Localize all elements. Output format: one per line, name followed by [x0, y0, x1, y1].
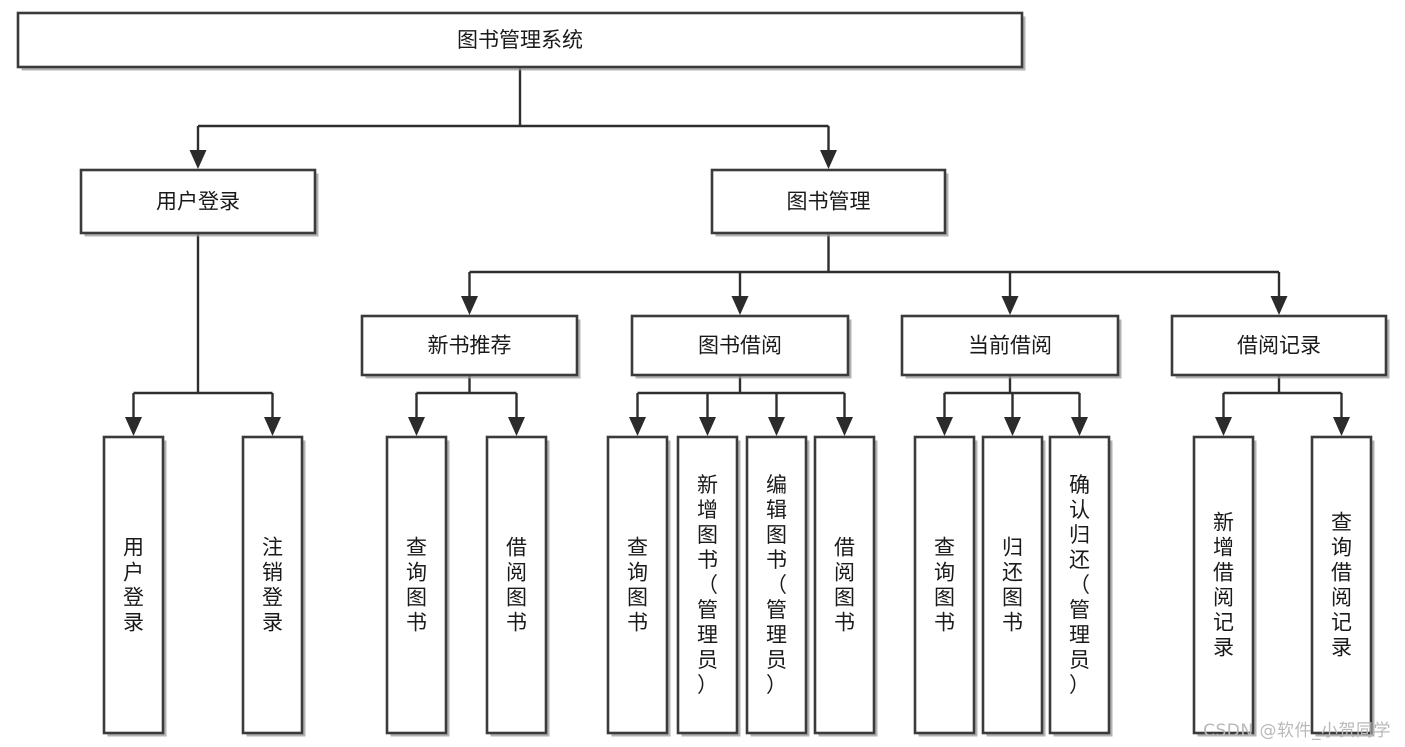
node-l2-user[interactable]: 用户登录	[79, 168, 319, 237]
node-rect[interactable]	[630, 314, 850, 377]
node-l3-record[interactable]: 借阅记录	[1170, 314, 1390, 379]
arrow-head-icon	[1333, 417, 1350, 436]
node-label: 编辑图书（管理员）	[766, 473, 787, 697]
node-l3-new[interactable]: 新书推荐	[360, 314, 581, 379]
arrow-head-icon	[1215, 417, 1232, 436]
node-rect[interactable]	[16, 11, 1024, 69]
connector-group	[629, 375, 853, 436]
node-label: 借阅图书	[506, 536, 527, 635]
node-label: 归还图书	[1002, 536, 1023, 635]
arrow-head-icon	[125, 417, 142, 436]
connector-group	[461, 233, 1288, 315]
node-rect[interactable]	[241, 435, 304, 735]
arrow-head-icon	[189, 150, 207, 169]
node-leaf-bor-edit[interactable]: 编辑图书（管理员）	[745, 435, 810, 737]
node-label: 图书管理系统	[457, 28, 583, 52]
node-layer: 图书管理系统用户登录图书管理新书推荐图书借阅当前借阅借阅记录用户登录注销登录查询…	[16, 11, 1390, 737]
node-label: 新增图书（管理员）	[697, 473, 718, 697]
node-leaf-user-logout[interactable]: 注销登录	[241, 435, 306, 737]
node-rect[interactable]	[710, 168, 947, 235]
node-label: 查询图书	[627, 536, 648, 635]
node-leaf-user-login[interactable]: 用户登录	[102, 435, 167, 737]
arrow-head-icon	[699, 417, 716, 436]
node-label: 用户登录	[123, 536, 144, 635]
node-label: 借阅图书	[834, 536, 855, 635]
arrow-head-icon	[731, 296, 749, 315]
connector-group	[125, 233, 281, 436]
node-leaf-cur-return[interactable]: 归还图书	[981, 435, 1046, 737]
node-rect[interactable]	[676, 435, 739, 735]
node-leaf-bor-add[interactable]: 新增图书（管理员）	[676, 435, 741, 737]
node-leaf-cur-confirm[interactable]: 确认归还（管理员）	[1048, 435, 1113, 737]
arrow-head-icon	[461, 296, 478, 315]
edge-layer	[125, 67, 1350, 436]
node-leaf-new-query[interactable]: 查询图书	[385, 435, 450, 737]
node-rect[interactable]	[900, 314, 1120, 377]
node-rect[interactable]	[102, 435, 165, 735]
node-label: 借阅记录	[1237, 334, 1321, 358]
node-label: 查询图书	[406, 536, 427, 635]
node-rect[interactable]	[79, 168, 317, 235]
node-l2-book[interactable]: 图书管理	[710, 168, 949, 237]
arrow-head-icon	[508, 417, 525, 436]
node-l3-current[interactable]: 当前借阅	[900, 314, 1122, 379]
arrow-head-icon	[820, 150, 837, 169]
arrow-head-icon	[1001, 296, 1019, 315]
node-rect[interactable]	[485, 435, 548, 735]
arrow-head-icon	[1071, 417, 1088, 436]
node-l3-borrow[interactable]: 图书借阅	[630, 314, 852, 379]
node-rect[interactable]	[1310, 435, 1373, 735]
node-rect[interactable]	[385, 435, 448, 735]
node-label: 图书借阅	[698, 334, 782, 358]
node-label: 新增借阅记录	[1213, 511, 1234, 660]
arrow-head-icon	[264, 417, 281, 436]
node-label: 用户登录	[156, 190, 240, 214]
node-label: 查询借阅记录	[1331, 511, 1352, 660]
arrow-head-icon	[936, 417, 953, 436]
connector-group	[408, 375, 525, 436]
connector-group	[1215, 375, 1350, 436]
node-rect[interactable]	[813, 435, 876, 735]
node-leaf-cur-query[interactable]: 查询图书	[913, 435, 978, 737]
node-label: 确认归还（管理员）	[1069, 473, 1090, 697]
arrow-head-icon	[768, 417, 785, 436]
node-leaf-bor-query[interactable]: 查询图书	[606, 435, 671, 737]
node-leaf-new-borrow[interactable]: 借阅图书	[485, 435, 550, 737]
arrow-head-icon	[408, 417, 425, 436]
node-rect[interactable]	[981, 435, 1044, 735]
arrow-head-icon	[629, 417, 646, 436]
node-leaf-bor-lend[interactable]: 借阅图书	[813, 435, 878, 737]
node-label: 图书管理	[787, 190, 871, 214]
node-rect[interactable]	[360, 314, 579, 377]
node-label: 新书推荐	[428, 334, 512, 358]
connector-group	[189, 67, 837, 169]
node-label: 注销登录	[262, 536, 283, 635]
node-rect[interactable]	[1048, 435, 1111, 735]
node-root[interactable]: 图书管理系统	[16, 11, 1026, 71]
connector-group	[936, 375, 1088, 436]
node-rect[interactable]	[606, 435, 669, 735]
node-rect[interactable]	[745, 435, 808, 735]
arrow-head-icon	[836, 417, 853, 436]
node-label: 查询图书	[934, 536, 955, 635]
arrow-head-icon	[1004, 417, 1021, 436]
node-rect[interactable]	[1170, 314, 1388, 377]
node-leaf-rec-add[interactable]: 新增借阅记录	[1192, 435, 1257, 737]
node-rect[interactable]	[913, 435, 976, 735]
arrow-head-icon	[1270, 296, 1288, 315]
node-label: 当前借阅	[968, 334, 1052, 358]
node-rect[interactable]	[1192, 435, 1255, 735]
node-leaf-rec-query[interactable]: 查询借阅记录	[1310, 435, 1375, 737]
